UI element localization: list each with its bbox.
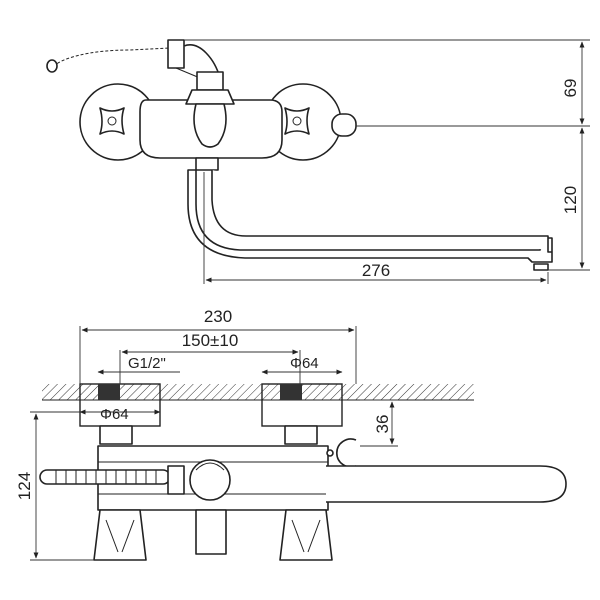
spout <box>187 157 553 271</box>
dim-flange-right: Φ64 <box>290 355 319 372</box>
dim-body-height: 124 <box>15 472 34 500</box>
front-view: 69 120 276 <box>46 39 590 284</box>
hose-connector-top <box>39 465 185 495</box>
left-handle-top <box>93 509 147 561</box>
hose-connector <box>167 39 185 69</box>
dim-spout-height: 120 <box>561 186 580 214</box>
diverter-lever <box>193 103 227 148</box>
dim-spout-reach: 276 <box>362 261 390 280</box>
shower-holder-hook <box>336 438 357 468</box>
top-view: 230 150±10 G1/2" Φ64 Φ64 36 124 <box>15 307 567 561</box>
shower-hose <box>46 45 171 73</box>
left-handle-cross-icon <box>99 107 125 135</box>
diverter-top <box>189 459 231 501</box>
dimension-lines-top <box>30 326 398 561</box>
dim-wall-offset: 36 <box>373 415 392 434</box>
dim-flange-left: Φ64 <box>100 406 129 423</box>
dimension-lines-front <box>184 39 590 284</box>
diverter-knob <box>196 71 224 91</box>
dim-overall-width: 230 <box>204 307 232 326</box>
wall-hatch <box>42 384 474 400</box>
dim-top-height: 69 <box>561 79 580 98</box>
right-handle-cross-icon <box>284 107 310 135</box>
spout-top <box>326 465 567 503</box>
right-handle-top <box>279 509 333 561</box>
lever-knob <box>331 113 357 137</box>
dim-center-distance: 150±10 <box>182 331 239 350</box>
dim-thread: G1/2" <box>128 355 166 372</box>
